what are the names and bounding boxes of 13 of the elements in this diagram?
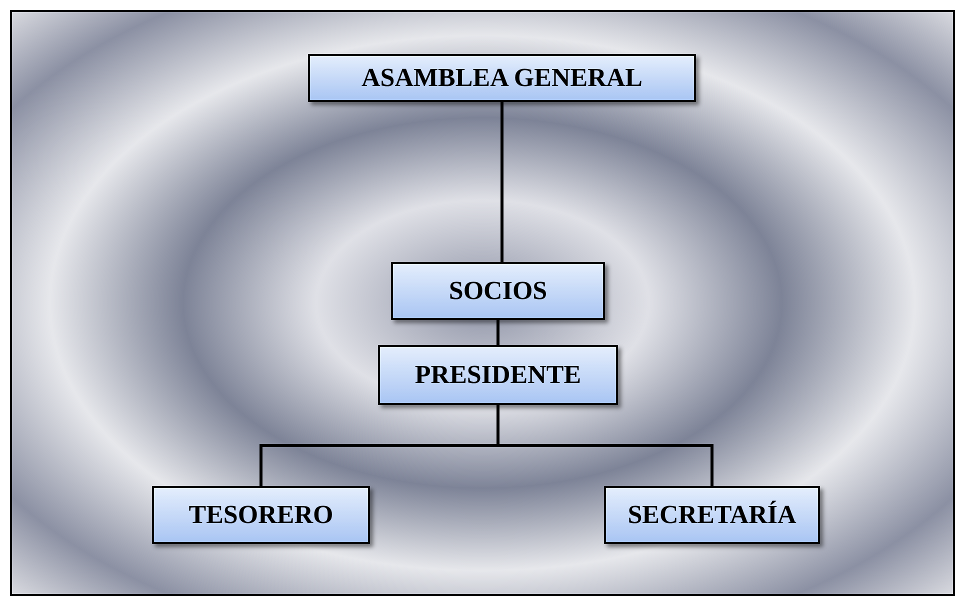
org-box bbox=[604, 486, 820, 544]
org-box bbox=[308, 54, 696, 102]
connector-line bbox=[500, 102, 504, 262]
org-label: ASAMBLEA GENERAL bbox=[362, 65, 642, 91]
org-label: PRESIDENTE bbox=[414, 362, 582, 388]
org-box bbox=[378, 345, 618, 405]
org-box bbox=[391, 262, 605, 320]
connector-line bbox=[496, 320, 500, 345]
org-box bbox=[152, 486, 370, 544]
connector-line bbox=[496, 405, 714, 486]
org-label: SOCIOS bbox=[448, 278, 548, 304]
org-label: TESORERO bbox=[188, 502, 334, 528]
org-label: SECRETARÍA bbox=[628, 502, 796, 528]
